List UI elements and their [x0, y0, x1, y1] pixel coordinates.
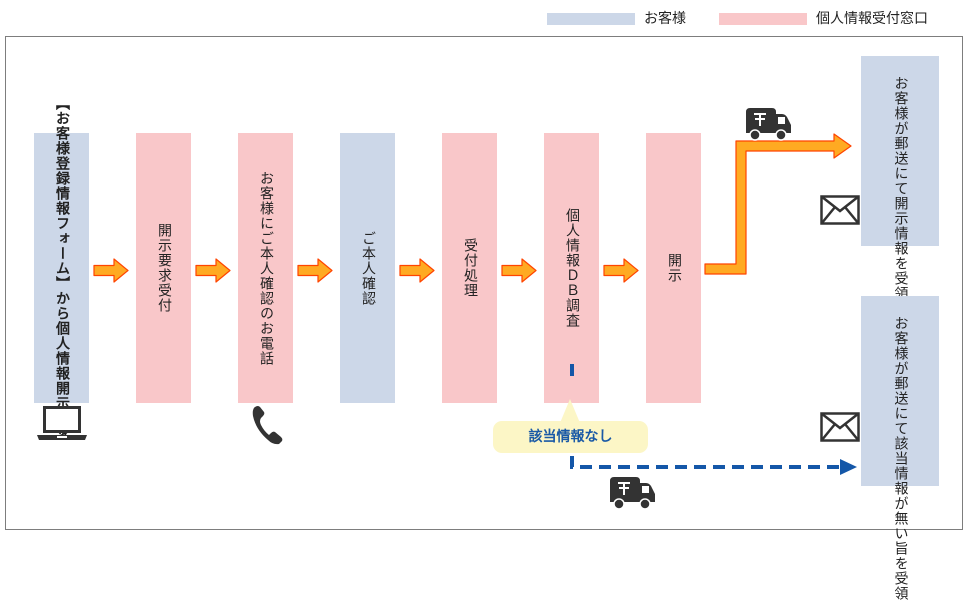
step-processing-label: 受付処理: [462, 238, 478, 298]
step-request-form: 【お客様登録情報フォーム】から個人情報開示請求: [34, 96, 89, 441]
envelope-icon: [820, 412, 860, 442]
legend-label-customer: お客様: [644, 11, 686, 27]
envelope-icon: [820, 195, 860, 225]
step-identity-check: ご本人確認: [340, 133, 395, 403]
step-request-received: 開示要求受付: [136, 133, 191, 403]
flow-arrow-6: [603, 258, 639, 283]
step-db-investigation-label: 個人情報ＤＢ調査: [564, 208, 580, 328]
step-identity-check-label: ご本人確認: [360, 230, 376, 306]
step-disclosure-label: 開示: [666, 253, 682, 283]
flow-frame: [5, 36, 963, 530]
connectors: [93, 133, 857, 475]
flow-arrow-2: [195, 258, 231, 283]
legend-swatch-desk: [719, 13, 807, 25]
dashed-path-no-info: [570, 364, 840, 469]
no-info-callout-text: 該当情報なし: [528, 429, 613, 445]
flow-arrow-3: [297, 258, 333, 283]
step-request-form-label: 【お客様登録情報フォーム】から個人情報開示請求: [54, 95, 70, 441]
laptop-icon: [37, 406, 87, 440]
legend-swatch-customer: [547, 13, 635, 25]
result-disclosure-received-label: お客様が郵送にて開示情報を受領: [892, 76, 909, 301]
result-disclosure-received: お客様が郵送にて開示情報を受領: [861, 56, 939, 301]
legend-label-desk: 個人情報受付窓口: [816, 11, 928, 27]
step-db-investigation: 個人情報ＤＢ調査: [544, 133, 599, 403]
step-identity-call: お客様にご本人確認のお電話: [238, 133, 293, 403]
truck-icon: [610, 477, 655, 510]
step-disclosure: 開示: [646, 133, 701, 403]
dashed-arrowhead: [840, 459, 857, 475]
flow-arrow-to-result: [704, 133, 852, 275]
flow-arrow-5: [501, 258, 537, 283]
step-request-received-label: 開示要求受付: [156, 223, 172, 313]
callout-tail: [560, 399, 580, 423]
no-info-callout: 該当情報なし: [493, 421, 648, 453]
flow-arrow-1: [93, 258, 129, 283]
phone-icon: [252, 406, 283, 445]
truck-icon: [746, 108, 791, 141]
step-processing: 受付処理: [442, 133, 497, 403]
result-no-info-received: お客様が郵送にて該当情報が無い旨を受領: [861, 296, 939, 601]
flow-arrow-4: [399, 258, 435, 283]
result-no-info-received-label: お客様が郵送にて該当情報が無い旨を受領: [892, 316, 909, 601]
step-identity-call-label: お客様にご本人確認のお電話: [258, 170, 274, 366]
